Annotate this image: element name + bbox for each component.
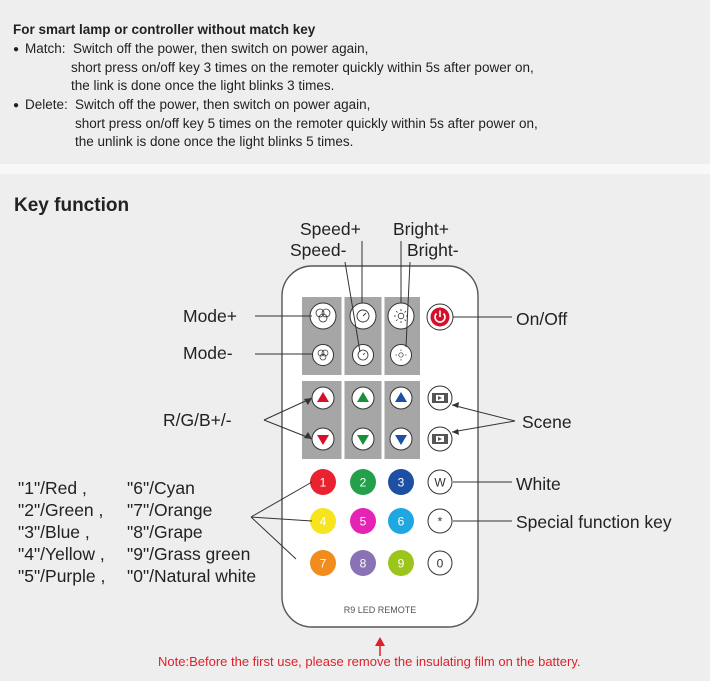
speed-minus-label: Speed- (290, 240, 347, 260)
number-button-1[interactable]: 1 (310, 469, 336, 495)
number-button-label: 9 (398, 557, 405, 571)
red-down-button[interactable] (311, 427, 335, 451)
scene-label: Scene (522, 412, 572, 432)
model-text: R9 LED REMOTE (344, 605, 417, 615)
number-button-label: 4 (320, 515, 327, 529)
match-line-1: Switch off the power, then switch on pow… (73, 41, 369, 56)
number-button-label: * (438, 515, 443, 529)
color-key-label: "2"/Green , (18, 500, 104, 520)
number-button-grid: 1 2 3 W 4 5 6 * 7 8 9 0 (310, 469, 453, 576)
number-button-5[interactable]: 5 (350, 508, 376, 534)
number-button-7[interactable]: 7 (310, 550, 336, 576)
number-button-label: W (434, 476, 446, 490)
green-down-button[interactable] (351, 427, 375, 451)
number-button-w[interactable]: W (427, 469, 453, 495)
bright-plus-label: Bright+ (393, 219, 449, 239)
color-key-label: "5"/Purple , (18, 566, 106, 586)
on-off-button[interactable] (426, 303, 454, 331)
number-button-label: 0 (437, 557, 444, 571)
blue-down-button[interactable] (389, 427, 413, 451)
bullet-icon: ● (13, 44, 20, 55)
number-button-8[interactable]: 8 (350, 550, 376, 576)
bullet-icon: ● (13, 100, 20, 111)
blue-up-button[interactable] (389, 386, 413, 410)
arrow-heads (304, 398, 459, 439)
number-button-3[interactable]: 3 (388, 469, 414, 495)
on-off-label: On/Off (516, 309, 568, 329)
color-key-label: "1"/Red , (18, 478, 87, 498)
speed-plus-label: Speed+ (300, 219, 361, 239)
rgb-label: R/G/B+/- (163, 410, 232, 430)
bright-minus-label: Bright- (407, 240, 459, 260)
section-title: Key function (14, 195, 130, 216)
number-button-label: 7 (320, 557, 327, 571)
delete-line-1: Switch off the power, then switch on pow… (75, 97, 371, 112)
bright-plus-button[interactable] (387, 302, 415, 330)
number-button-star[interactable]: * (427, 508, 453, 534)
number-button-4[interactable]: 4 (310, 508, 336, 534)
instruction-panel: For smart lamp or controller without mat… (0, 0, 710, 164)
instruction-heading: For smart lamp or controller without mat… (13, 22, 316, 37)
color-key-label: "7"/Orange (127, 500, 213, 520)
match-label: Match: (25, 41, 66, 56)
color-key-label: "9"/Grass green (127, 544, 251, 564)
color-key-label: "4"/Yellow , (18, 544, 105, 564)
speed-minus-button[interactable] (352, 344, 374, 366)
speed-plus-button[interactable] (349, 302, 377, 330)
scene-up-button[interactable] (427, 385, 453, 411)
number-button-label: 1 (320, 476, 327, 490)
color-key-label: "0"/Natural white (127, 566, 257, 586)
color-key-label: "3"/Blue , (18, 522, 90, 542)
match-line-3: the link is done once the light blinks 3… (71, 78, 335, 93)
mode-minus-button[interactable] (312, 344, 334, 366)
leader-lines (250, 241, 516, 560)
number-button-label: 3 (398, 476, 405, 490)
color-key-label: "8"/Grape (127, 522, 203, 542)
number-button-label: 2 (360, 476, 367, 490)
battery-note: Note:Before the first use, please remove… (158, 654, 581, 669)
bright-minus-button[interactable] (390, 344, 412, 366)
mode-minus-label: Mode- (183, 343, 233, 363)
number-button-2[interactable]: 2 (350, 469, 376, 495)
number-button-label: 6 (398, 515, 405, 529)
mode-plus-button[interactable] (309, 302, 337, 330)
number-button-label: 8 (360, 557, 367, 571)
delete-line-2: short press on/off key 5 times on the re… (75, 116, 538, 131)
number-button-6[interactable]: 6 (388, 508, 414, 534)
match-line-2: short press on/off key 3 times on the re… (71, 60, 534, 75)
delete-label: Delete: (25, 97, 68, 112)
number-button-0[interactable]: 0 (427, 550, 453, 576)
scene-down-button[interactable] (427, 426, 453, 452)
green-up-button[interactable] (351, 386, 375, 410)
section-divider (0, 164, 710, 174)
note-arrow-icon (375, 637, 385, 656)
white-label: White (516, 474, 561, 494)
number-button-label: 5 (360, 515, 367, 529)
color-key-label: "6"/Cyan (127, 478, 195, 498)
delete-line-3: the unlink is done once the light blinks… (75, 134, 354, 149)
number-button-9[interactable]: 9 (388, 550, 414, 576)
special-function-label: Special function key (516, 512, 672, 532)
mode-plus-label: Mode+ (183, 306, 237, 326)
red-up-button[interactable] (311, 386, 335, 410)
